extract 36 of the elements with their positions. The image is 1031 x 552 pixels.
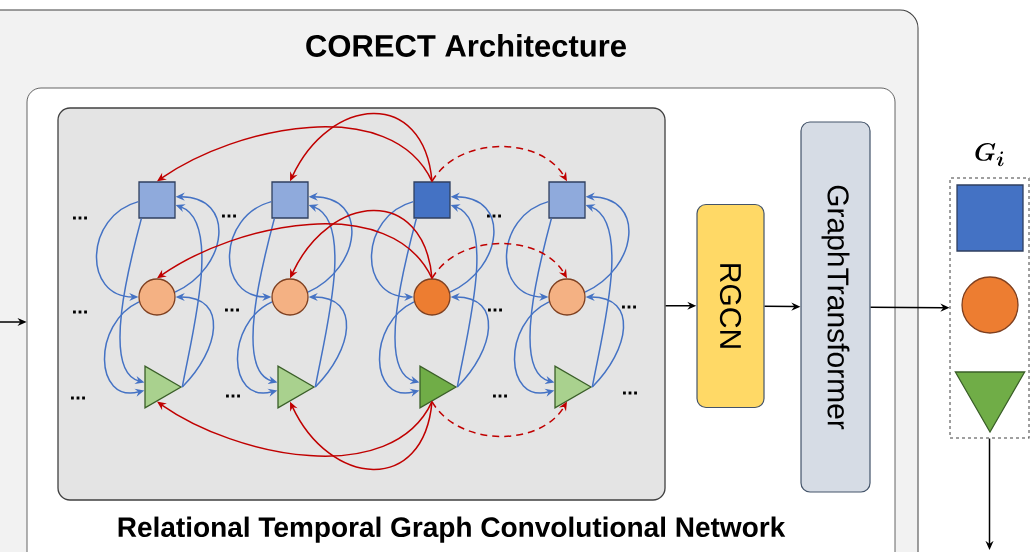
arrow	[290, 112, 433, 183]
arrow	[157, 126, 433, 183]
graph-panel	[57, 107, 666, 501]
ellipsis-label: ...	[493, 394, 507, 398]
ellipsis-label: ...	[225, 308, 239, 312]
panel-title: Relational Temporal Graph Convolutional Network	[118, 516, 786, 543]
ellipsis-label: ...	[222, 214, 236, 218]
output-label: $G_i$	[975, 142, 1004, 167]
arrow	[157, 400, 433, 457]
arrow	[290, 400, 433, 471]
ellipsis-label: ...	[622, 305, 636, 309]
ellipsis-label: ...	[71, 396, 85, 400]
arrow	[431, 145, 567, 183]
square-node	[271, 181, 309, 219]
square-node	[548, 181, 586, 219]
transformer-box: GraphTransformer	[800, 121, 871, 493]
square-node	[956, 184, 1024, 252]
ellipsis-label: ...	[73, 216, 87, 220]
square-node	[138, 181, 176, 219]
arrow	[290, 209, 433, 280]
ellipsis-label: ...	[226, 394, 240, 398]
ellipsis-label: ...	[488, 308, 502, 312]
arrow	[431, 400, 567, 438]
circle-node	[548, 278, 586, 316]
arrow	[431, 242, 567, 280]
ellipsis-label: ...	[487, 214, 501, 218]
arrow	[157, 223, 433, 280]
rgcn-box: RGCN	[696, 203, 765, 409]
circle-node	[961, 276, 1019, 334]
ellipsis-label: ...	[623, 391, 637, 395]
panel-title: CORECT Architecture	[306, 34, 626, 57]
square-node	[413, 181, 451, 219]
circle-node	[413, 278, 451, 316]
circle-node	[138, 278, 176, 316]
circle-node	[271, 278, 309, 316]
ellipsis-label: ...	[73, 310, 87, 314]
